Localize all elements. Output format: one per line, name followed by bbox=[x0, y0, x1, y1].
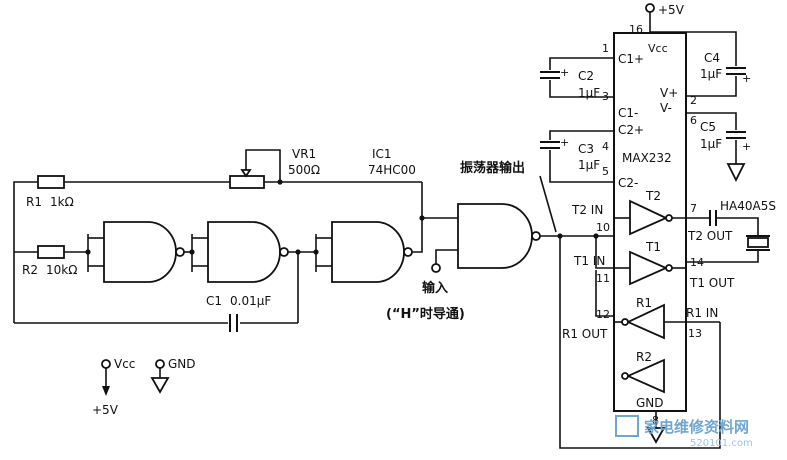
legend-gnd: GND bbox=[150, 357, 196, 394]
legend-vcc-label: Vcc bbox=[114, 357, 135, 371]
nand-gate-2 bbox=[191, 221, 289, 283]
c1-name: C1 bbox=[206, 294, 222, 308]
vr1-value: 500Ω bbox=[288, 163, 320, 177]
input-note: (“H”时导通) bbox=[386, 306, 465, 322]
legend-vcc: Vcc +5V bbox=[92, 357, 135, 417]
r1-name: R1 bbox=[26, 195, 42, 209]
c4-value: 1μF bbox=[700, 67, 722, 81]
r2-value: 10kΩ bbox=[46, 263, 77, 277]
t2-out-label: T2 OUT bbox=[687, 229, 733, 243]
t2-label: T2 bbox=[645, 189, 661, 203]
r1-value: 1kΩ bbox=[50, 195, 74, 209]
pin-label-c2minus: C2- bbox=[618, 176, 638, 190]
capacitor-c3: + C3 1μF bbox=[540, 130, 614, 183]
c4-name: C4 bbox=[704, 51, 720, 65]
pin-label-vplus: V+ bbox=[660, 86, 678, 100]
ground-symbol bbox=[646, 427, 666, 444]
nand-gate-3 bbox=[315, 221, 413, 283]
resistor-r1: R1 1kΩ bbox=[26, 175, 230, 209]
svg-text:+: + bbox=[560, 66, 569, 79]
driver-t1: T1 bbox=[629, 240, 673, 286]
svg-text:+: + bbox=[560, 136, 569, 149]
pin-number-10: 10 bbox=[596, 221, 610, 234]
r1-out-label: R1 OUT bbox=[562, 327, 608, 341]
c2-name: C2 bbox=[578, 69, 594, 83]
t1-label: T1 bbox=[645, 240, 661, 254]
r1-label: R1 bbox=[636, 296, 652, 310]
watermark-url: 520101.com bbox=[690, 438, 753, 449]
supply-label: +5V bbox=[658, 3, 685, 17]
t1-in-label: T1 IN bbox=[573, 254, 605, 268]
nand-gate-1 bbox=[87, 221, 185, 283]
max232-name: MAX232 bbox=[622, 151, 672, 165]
pin-label-c1plus: C1+ bbox=[618, 52, 644, 66]
pin-number-13: 13 bbox=[688, 327, 702, 340]
pin-number-11: 11 bbox=[596, 272, 610, 285]
c5-value: 1μF bbox=[700, 137, 722, 151]
c3-name: C3 bbox=[578, 142, 594, 156]
c2-value: 1μF bbox=[578, 86, 600, 100]
vr1-name: VR1 bbox=[292, 147, 316, 161]
r2-label: R2 bbox=[636, 350, 652, 364]
pin-label-vminus: V- bbox=[660, 101, 672, 115]
pin-number-16: 16 bbox=[629, 23, 643, 36]
enable-input-terminal bbox=[431, 263, 441, 273]
capacitor-c1: C1 0.01μF bbox=[206, 294, 271, 332]
max232-vcc-label: Vcc bbox=[648, 42, 668, 55]
supply-terminal: +5V bbox=[645, 3, 685, 32]
pin-number-5: 5 bbox=[602, 165, 609, 178]
max232-chip: Vcc C1+ C1- C2+ C2- V+ V- MAX232 GND bbox=[613, 32, 687, 412]
input-label: 输入 bbox=[422, 280, 448, 296]
max232-gnd-label: GND bbox=[636, 396, 664, 410]
watermark-text: 家电维修资料网 bbox=[644, 418, 749, 436]
svg-text:+: + bbox=[742, 140, 751, 153]
pin-number-4: 4 bbox=[602, 140, 609, 153]
pin-number-1: 1 bbox=[602, 42, 609, 55]
c3-value: 1μF bbox=[578, 158, 600, 172]
pin-number-6: 6 bbox=[690, 114, 697, 127]
svg-text:+: + bbox=[742, 72, 751, 85]
ic1-name: IC1 bbox=[372, 147, 392, 161]
oscillator-output-leader bbox=[539, 175, 557, 233]
t1-out-label: T1 OUT bbox=[689, 276, 735, 290]
pin-label-c2plus: C2+ bbox=[618, 123, 644, 137]
pin-number-12: 12 bbox=[596, 308, 610, 321]
oscillator-output-label: 振荡器输出 bbox=[460, 160, 525, 176]
potentiometer-vr1: VR1 500Ω bbox=[229, 147, 422, 189]
c1-value: 0.01μF bbox=[230, 294, 271, 308]
watermark: 家电维修资料网 520101.com bbox=[615, 415, 753, 449]
capacitor-c2: + C2 1μF bbox=[540, 57, 614, 100]
nand-gate-4 bbox=[422, 203, 541, 273]
r2-name: R2 bbox=[22, 263, 38, 277]
r1-in-label: R1 IN bbox=[686, 306, 718, 320]
receiver-r2: R2 bbox=[621, 350, 665, 394]
pin-number-7: 7 bbox=[690, 202, 697, 215]
receiver-r1: R1 bbox=[621, 296, 665, 340]
driver-t2: T2 bbox=[629, 189, 673, 236]
transducer-ha40a5s: HA40A5S bbox=[686, 199, 776, 263]
ic1-part: 74HC00 bbox=[368, 163, 416, 177]
capacitor-c5: + C5 1μF bbox=[686, 112, 751, 183]
legend-supply-label: +5V bbox=[92, 403, 119, 417]
pin-number-2: 2 bbox=[690, 94, 697, 107]
t2-in-label: T2 IN bbox=[571, 203, 603, 217]
capacitor-c4: + C4 1μF bbox=[650, 31, 751, 97]
legend-gnd-label: GND bbox=[168, 357, 196, 371]
transducer-label: HA40A5S bbox=[720, 199, 776, 213]
resistor-r2: R2 10kΩ bbox=[14, 245, 88, 277]
c5-name: C5 bbox=[700, 120, 716, 134]
pin-label-c1minus: C1- bbox=[618, 106, 638, 120]
